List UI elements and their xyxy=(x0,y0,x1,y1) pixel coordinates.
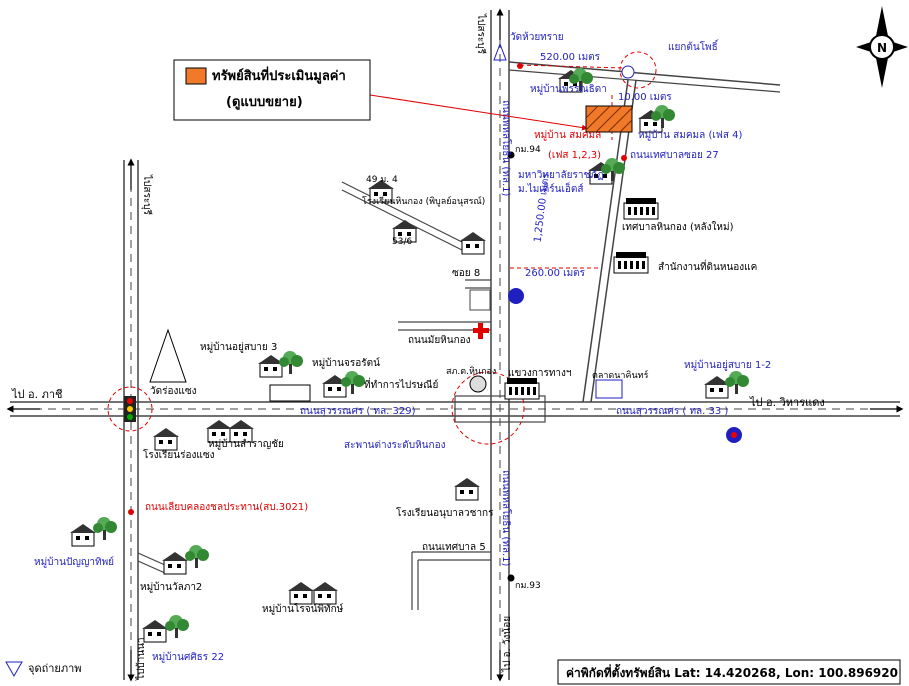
place-school-rongsaeng: โรงเรียนร่องแซง xyxy=(143,448,215,461)
coords-text: ค่าพิกัดที่ตั้งทรัพย์สิน Lat: 14.420268,… xyxy=(566,663,898,680)
place-wat-rongsaeng: วัดร่องแซง xyxy=(150,386,197,397)
place-mb-charoen: หมู่บ้านจรอรัตน์ xyxy=(312,357,380,369)
place-post-office: ที่ทำการไปรษณีย์ xyxy=(364,377,438,391)
road-soi27: ถนนเทศบาลซอย 27 xyxy=(630,150,719,161)
fence xyxy=(269,384,311,402)
place-school-anuban: โรงเรียนอนุบาลวชากร xyxy=(396,506,494,519)
legend-swatch xyxy=(185,67,207,85)
hospital-icon xyxy=(473,323,489,339)
traffic-light xyxy=(124,396,136,422)
dir-wihandaeng: ไป อ. วิหารแดง xyxy=(749,396,825,409)
red-dots xyxy=(128,63,627,515)
place-mb-samrat: หมู่บ้านสำราญชัย xyxy=(208,438,284,450)
place-wat-huaysai: วัดห้วยทราย xyxy=(510,31,564,43)
road-phahonyothin-top: ถนนพหลโยธิน (ทล.1) xyxy=(500,100,513,197)
place-mb-somkamol4: หมู่บ้าน สมคมล (เฟส 4) xyxy=(638,129,742,141)
compass-icon xyxy=(856,6,908,88)
photo-point-icon xyxy=(5,661,23,678)
road-phahonyothin-bottom: ถนนพหลโยธิน (ทล.1) xyxy=(500,470,513,567)
dir-pachee: ไป อ. ภาชี xyxy=(11,388,63,401)
dir-wangnoi: ไป อ. วังน้อย xyxy=(501,616,513,673)
dir-saraburi-top: ไปสระบุรี xyxy=(475,13,487,55)
place-university2: ม.ไมเดิร์นเอ็ตส์ xyxy=(518,181,584,195)
place-land-office: สำนักงานที่ดินหนองแค xyxy=(658,259,757,273)
road-suwannason-left: ถนนสุวรรณศร ( ทล. 329) xyxy=(300,406,416,417)
legend-asset-sub: (ดูแบบขยาย) xyxy=(226,95,303,110)
place-mb-wallapa: หมู่บ้านวัลภา2 xyxy=(140,581,202,593)
place-km94: กม.94 xyxy=(515,145,541,155)
dir-saraburi-left: ไปสระบุรี xyxy=(141,174,153,216)
place-ban49: 49 ม. 4 xyxy=(366,175,398,185)
place-university: มหาวิทยาลัยราชภัฏ xyxy=(518,170,604,181)
market-icon xyxy=(595,379,623,399)
place-tessaban: เทศบาลหินกอง (หลังใหม่) xyxy=(622,221,734,233)
place-police: สภ.ต.หินกอง xyxy=(446,366,496,377)
tree-symbol-icon xyxy=(508,288,524,304)
dist-10: 10.00 เมตร xyxy=(618,92,672,103)
place-mb-yusabai3: หมู่บ้านอยู่สบาย 3 xyxy=(200,341,277,353)
dist-1250: 1,250.00 เมตร xyxy=(533,172,552,243)
dir-left-bottom: ไปบ้านนา xyxy=(135,637,147,681)
road-soi5: ถนนเทศบาล 5 xyxy=(422,542,486,553)
place-mb-somkamol: หมู่บ้าน สมคมล xyxy=(534,129,601,141)
place-overpass: สะพานต่างระดับหินกอง xyxy=(344,440,446,451)
highlight-circles xyxy=(107,51,657,445)
km-dots xyxy=(507,151,515,582)
roads xyxy=(10,10,900,680)
place-mb-panya: หมู่บ้านปัญญาทิพย์ xyxy=(34,556,114,568)
road-soi8: ซอย 8 xyxy=(452,268,480,279)
place-mb-sasithon: หมู่บ้านศศิธร 22 xyxy=(152,651,224,663)
place-mb-yusabai12: หมู่บ้านอยู่สบาย 1-2 xyxy=(684,359,771,371)
road-suwannason-right: ถนนสุวรรณศร ( ทล. 33 ) xyxy=(616,406,728,417)
gas-station-icon xyxy=(621,65,635,79)
place-mb-rojana: หมู่บ้านโรจน์พิทักษ์ xyxy=(262,602,344,615)
place-yaek-tonpho: แยกต้นโพธิ์ xyxy=(668,39,719,53)
place-km93: กม.93 xyxy=(515,581,541,591)
dist-520: 520.00 เมตร xyxy=(540,52,601,63)
road-hinkong: ถนนมัยหินกอง xyxy=(408,335,471,346)
wat-huaysai-icon xyxy=(493,42,507,61)
road-canal: ถนนเลียบคลองชลประทาน(สบ.3021) xyxy=(145,501,308,513)
police-icon xyxy=(469,375,487,393)
legend-asset-title: ทรัพย์สินที่ประเมินมูลค่า xyxy=(212,66,346,84)
place-school-hinkong: โรงเรียนหินกอง (พิบูลย์อนุสรณ์) xyxy=(362,195,485,207)
compass-letter: N xyxy=(877,41,887,55)
place-mb-somkamol-phase: (เฟส 1,2,3) xyxy=(548,150,601,161)
place-market: ตลาดนาคินทร์ xyxy=(592,369,649,381)
asset-pointer xyxy=(369,94,588,131)
place-ban53: 53/6 xyxy=(392,237,412,247)
coords-box xyxy=(557,659,901,685)
photo-point-label: จุดถ่ายภาพ xyxy=(28,662,82,675)
place-highway-office: แขวงการทางฯ xyxy=(508,368,572,379)
place-mb-phansiri: หมู่บ้านพรรณธิดา xyxy=(530,83,607,95)
dist-260: 260.00 เมตร xyxy=(525,268,586,279)
asset-hatch xyxy=(585,105,633,133)
legend-box xyxy=(173,59,371,121)
direction-arrows xyxy=(6,8,904,682)
temple-icon xyxy=(149,328,187,383)
